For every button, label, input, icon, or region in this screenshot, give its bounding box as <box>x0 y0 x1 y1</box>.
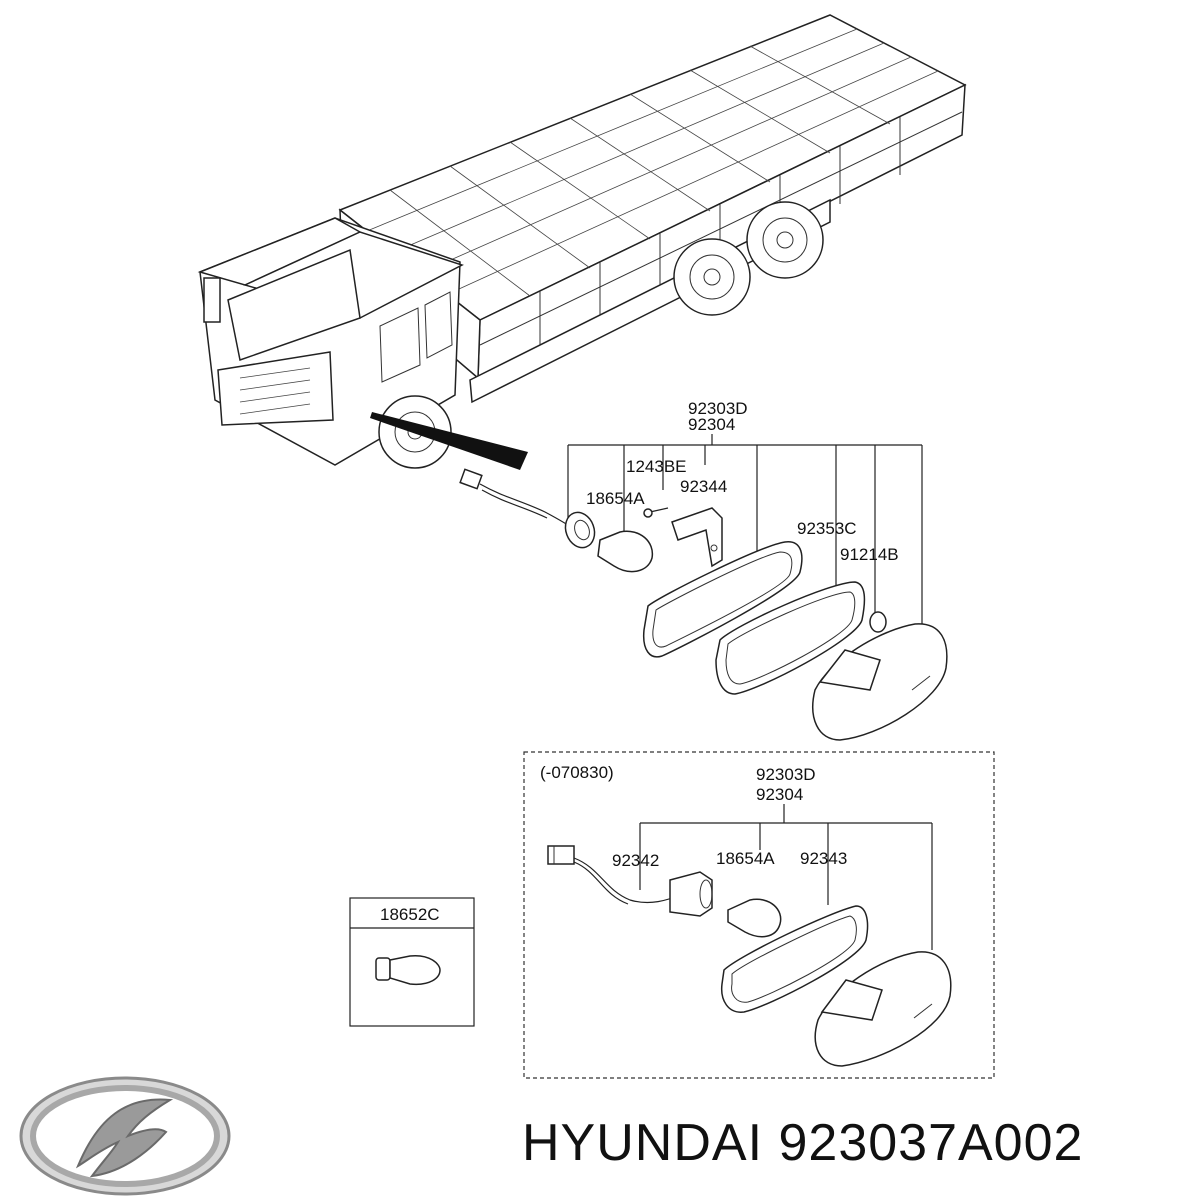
upper-lens <box>812 623 948 741</box>
bulb-inset: 18652C <box>349 897 475 1027</box>
upper-bracket-label: 92344 <box>680 477 727 496</box>
hyundai-logo-icon <box>19 1076 231 1196</box>
lower-leader-lines <box>639 804 933 950</box>
upper-lamp-group: 92303D 92304 1243BE 92344 18654A 92353C … <box>459 399 948 741</box>
upper-socket <box>564 511 596 549</box>
lower-bulb-label: 18654A <box>716 849 775 868</box>
brand-part-number: HYUNDAI 923037A002 <box>522 1114 1083 1172</box>
lower-harness <box>547 845 681 905</box>
upper-bulb-label: 18654A <box>586 489 645 508</box>
lower-gasket-label: 92343 <box>800 849 847 868</box>
bulb-inset-label: 18652C <box>380 905 440 924</box>
lower-lamp-group: (-070830) 92303D 92304 92342 18654A 9234… <box>523 751 995 1079</box>
upper-clip <box>869 611 887 633</box>
upper-screw-label: 1243BE <box>626 457 687 476</box>
upper-bracket <box>671 507 723 568</box>
lower-harness-label: 92342 <box>612 851 659 870</box>
upper-screw <box>643 507 669 518</box>
lower-socket <box>669 871 713 917</box>
truck-illustration <box>197 14 967 470</box>
lower-gasket <box>720 905 869 1013</box>
upper-harness <box>459 468 576 531</box>
upper-leader-lines <box>567 434 923 630</box>
upper-assembly-label-2: 92304 <box>688 415 735 434</box>
upper-clip-label: 91214B <box>840 545 899 564</box>
upper-outer-gasket <box>715 581 866 695</box>
lower-lens <box>814 951 952 1067</box>
upper-gasket-label: 92353C <box>797 519 857 538</box>
inset-bulb-icon <box>375 955 441 986</box>
lower-assembly-label-2: 92304 <box>756 785 803 804</box>
bulb-inset-frame <box>349 897 475 1027</box>
upper-bulb <box>597 530 654 573</box>
lower-date-note: (-070830) <box>540 763 614 782</box>
lower-group-frame <box>523 751 995 1079</box>
upper-assembly-label-1: 92303D <box>688 399 748 418</box>
upper-inner-gasket <box>642 541 803 658</box>
lower-assembly-label-1: 92303D <box>756 765 816 784</box>
lower-bulb <box>727 898 782 938</box>
